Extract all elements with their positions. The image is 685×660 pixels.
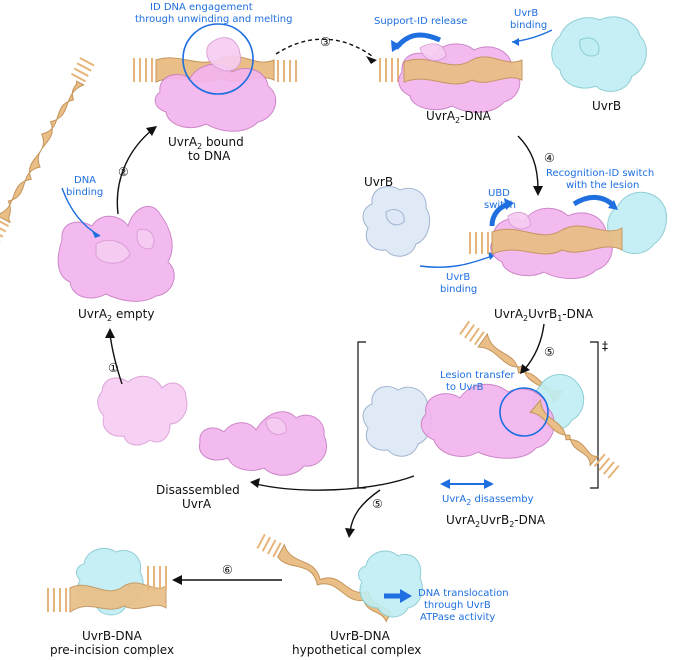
free-dna-helix bbox=[0, 57, 95, 243]
uvra2-empty-structure bbox=[57, 205, 175, 302]
uvra2-uvrb2-dna-label: UvrA2UvrB2-DNA bbox=[446, 513, 546, 529]
ubd-switch-label-1: UBD bbox=[488, 188, 510, 199]
uvrb-mid-label: UvrB bbox=[364, 175, 393, 189]
uvrb-top-label: UvrB bbox=[592, 99, 621, 113]
to-disassembled-arrow bbox=[255, 475, 415, 491]
translocation-label-3: ATPase activity bbox=[420, 612, 495, 623]
hypothetical-label-2: hypothetical complex bbox=[292, 643, 421, 657]
transition-state-dagger: ‡ bbox=[602, 339, 608, 353]
engagement-highlight-circle bbox=[182, 23, 254, 95]
hypothetical-label-1: UvrB-DNA bbox=[330, 629, 391, 643]
step-1-arrow bbox=[109, 333, 123, 385]
lesion-highlight-circle bbox=[499, 387, 549, 437]
uvrb-unbound-structure bbox=[362, 186, 431, 257]
right-bracket bbox=[590, 341, 599, 489]
step-3-number: ③ bbox=[320, 35, 331, 49]
step-4-number: ④ bbox=[544, 151, 555, 165]
uvrb-dna-hypothetical-structure bbox=[256, 533, 423, 623]
bound-dna-right-ends bbox=[277, 60, 297, 82]
preincision-label-1: UvrB-DNA bbox=[82, 629, 143, 643]
translocation-label-2: through UvrB bbox=[424, 600, 491, 611]
uvra2-uvrb2-dna-structure bbox=[362, 320, 620, 479]
step-3-arrow bbox=[275, 38, 373, 57]
translocation-label-1: DNA translocation bbox=[418, 588, 509, 599]
uvrb-dna-preincision-structure bbox=[47, 548, 167, 616]
uvra2-bound-label-1: UvrA2 bound bbox=[168, 135, 244, 151]
step-1-number: ① bbox=[108, 361, 119, 375]
disassembled-uvra-structure bbox=[97, 375, 327, 476]
uvra2-dna-structure bbox=[379, 43, 523, 113]
step-4-arrow bbox=[517, 135, 539, 191]
uvrb-binding-top-label-1: UvrB bbox=[514, 8, 538, 19]
uvra2-bound-structure bbox=[133, 37, 297, 132]
uvra2-empty-label: UvrA2 empty bbox=[78, 307, 154, 323]
disassembled-label-1: Disassembled bbox=[156, 483, 240, 497]
ubd-switch-label-2: switch bbox=[484, 200, 516, 211]
lesion-transfer-label-2: to UvrB bbox=[446, 382, 484, 393]
uvrb-binding-mid-arrow bbox=[419, 255, 493, 268]
recognition-switch-label-1: Recognition-ID switch bbox=[546, 168, 654, 179]
step-2-number: ② bbox=[118, 165, 129, 179]
disassembly-label: UvrA2 disassemby bbox=[442, 494, 534, 507]
uvrb-free-structure bbox=[551, 16, 647, 92]
recognition-switch-label-2: with the lesion bbox=[566, 180, 639, 191]
step-6-number: ⑥ bbox=[222, 563, 233, 577]
step-5a-arrow bbox=[523, 323, 545, 371]
lesion-transfer-label-1: Lesion transfer bbox=[440, 370, 516, 381]
disassembled-label-2: UvrA bbox=[182, 497, 212, 511]
uvra2-uvrb1-dna-structure bbox=[469, 191, 668, 279]
support-id-release-label: Support-ID release bbox=[374, 16, 467, 27]
uvra2-dna-label: UvrA2-DNA bbox=[426, 109, 492, 125]
dna-binding-label-2: binding bbox=[66, 187, 103, 198]
step-2-arrow bbox=[116, 129, 153, 215]
step-5b-number: ⑤ bbox=[372, 497, 383, 511]
uvrb-binding-mid-label-1: UvrB bbox=[446, 272, 470, 283]
id-engagement-label-2: through unwinding and melting bbox=[135, 14, 292, 25]
uvrb-binding-top-label-2: binding bbox=[510, 20, 547, 31]
id-engagement-label-1: ID DNA engagement bbox=[150, 2, 253, 13]
uvrb-binding-mid-label-2: binding bbox=[440, 284, 477, 295]
uvra2-bound-label-2: to DNA bbox=[188, 149, 231, 163]
preincision-label-2: pre-incision complex bbox=[50, 643, 174, 657]
step-5a-number: ⑤ bbox=[544, 345, 555, 359]
dna-binding-label-1: DNA bbox=[74, 175, 96, 186]
recognition-switch-arrow bbox=[572, 195, 616, 208]
bound-dna-left-ends bbox=[133, 58, 153, 82]
uvra2-uvrb1-dna-label: UvrA2UvrB1-DNA bbox=[494, 307, 594, 323]
step-5b-arrow bbox=[349, 489, 381, 533]
